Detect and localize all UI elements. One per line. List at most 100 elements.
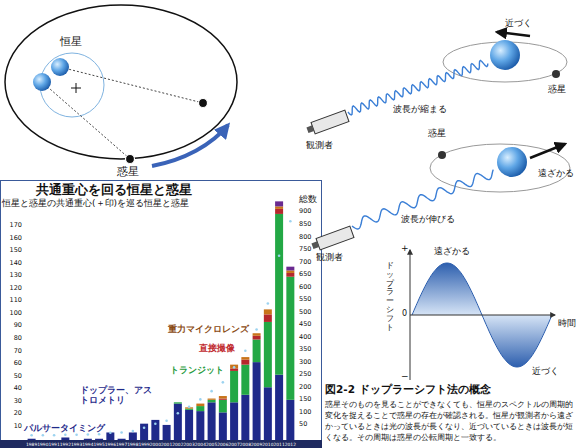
axis-title: 総数 bbox=[299, 195, 317, 205]
year-tick: 2004 bbox=[195, 442, 206, 447]
bar-chart bbox=[28, 201, 295, 440]
axis-tick: 650 bbox=[299, 271, 311, 278]
total-dot bbox=[109, 431, 112, 434]
series-label: 重力マイクロレンズ bbox=[168, 325, 249, 335]
bar bbox=[230, 371, 238, 402]
total-dot bbox=[120, 431, 123, 434]
axis-tick: 10 bbox=[0, 423, 22, 430]
year-tick: 2006 bbox=[217, 442, 228, 447]
chart-frame bbox=[1, 181, 322, 448]
axis-tick: 250 bbox=[299, 371, 311, 378]
year-tick: 2003 bbox=[184, 442, 195, 447]
year-tick: 1992 bbox=[60, 442, 71, 447]
axis-tick: 90 bbox=[0, 322, 22, 329]
light-wave bbox=[348, 61, 488, 116]
bar bbox=[264, 387, 272, 440]
bar bbox=[151, 420, 159, 440]
light-wave bbox=[352, 170, 493, 229]
total-dot bbox=[267, 302, 270, 305]
observer-label: 観測者 bbox=[316, 252, 343, 262]
total-dot bbox=[278, 255, 281, 258]
bar bbox=[196, 411, 204, 440]
bar bbox=[95, 439, 103, 440]
axis-tick: 170 bbox=[0, 222, 22, 229]
bar bbox=[129, 432, 137, 440]
bar bbox=[219, 396, 227, 399]
bar bbox=[253, 333, 261, 336]
bar bbox=[286, 273, 294, 277]
axis-tick: 550 bbox=[299, 296, 311, 303]
year-tick: 2005 bbox=[206, 442, 217, 447]
axis-tick: 50 bbox=[0, 373, 22, 380]
bar bbox=[241, 360, 249, 365]
caption-body: 惑星そのものを見ることができなくても、恒星のスペクトルの周期的変化を捉えることで… bbox=[325, 399, 577, 443]
total-dot bbox=[210, 390, 213, 393]
bar bbox=[185, 410, 193, 440]
axis-tick: 600 bbox=[299, 284, 311, 291]
year-tick: 2009 bbox=[251, 442, 262, 447]
motion-label: 近づく bbox=[505, 18, 532, 28]
axis-tick: 40 bbox=[0, 385, 22, 392]
axis-tick: 350 bbox=[299, 346, 311, 353]
axis-tick: 200 bbox=[299, 384, 311, 391]
axis-tick: 60 bbox=[0, 360, 22, 367]
year-tick: 2008 bbox=[240, 442, 251, 447]
axis-tick: 130 bbox=[0, 272, 22, 279]
axis-tick: 120 bbox=[0, 285, 22, 292]
bar bbox=[275, 201, 283, 206]
total-dot bbox=[255, 328, 258, 331]
year-tick: 1991 bbox=[49, 442, 60, 447]
total-dot bbox=[30, 434, 33, 437]
bar bbox=[264, 309, 272, 314]
axis-tick: 500 bbox=[299, 309, 311, 316]
axis-tick: 400 bbox=[299, 334, 311, 341]
bar bbox=[241, 395, 249, 440]
total-dot bbox=[154, 422, 157, 425]
bar bbox=[61, 437, 69, 440]
star-label: 恒星 bbox=[60, 36, 82, 49]
axis-tick: 30 bbox=[0, 398, 22, 405]
total-dot bbox=[53, 434, 56, 437]
axis-title: ドップラーシフト bbox=[386, 262, 394, 332]
bar bbox=[275, 209, 283, 214]
bar bbox=[174, 404, 182, 440]
axis-tick: 450 bbox=[299, 321, 311, 328]
bar bbox=[253, 336, 261, 340]
bar bbox=[219, 399, 227, 400]
axis-sign: + bbox=[401, 243, 409, 253]
bar bbox=[174, 402, 182, 403]
orbit-figure bbox=[5, 5, 237, 166]
bar bbox=[118, 439, 126, 440]
year-tick: 1999 bbox=[139, 442, 150, 447]
axis-tick: 0 bbox=[402, 309, 407, 318]
bar bbox=[219, 400, 227, 413]
planet-label: 惑星 bbox=[117, 166, 139, 179]
year-tick: 1996 bbox=[105, 442, 116, 447]
year-tick: 1998 bbox=[127, 442, 138, 447]
bar bbox=[219, 412, 227, 440]
total-dot bbox=[132, 430, 135, 433]
year-tick: 1990 bbox=[37, 442, 48, 447]
year-tick: 1995 bbox=[94, 442, 105, 447]
axis-tick: 80 bbox=[0, 335, 22, 342]
series-label: トランジット bbox=[170, 366, 224, 376]
axis-tick: 700 bbox=[299, 259, 311, 266]
total-dot bbox=[75, 433, 78, 436]
bar bbox=[264, 314, 272, 322]
axis-title: 時間 bbox=[558, 318, 576, 328]
figure-caption: 図2-2 ドップラーシフト法の概念 bbox=[325, 383, 491, 395]
total-dot bbox=[165, 419, 168, 422]
bar bbox=[286, 270, 294, 273]
chart-subtitle: 恒星と惑星の共通重心(＋印)を巡る恒星と惑星 bbox=[2, 198, 189, 208]
total-dot bbox=[188, 405, 191, 408]
total-dot bbox=[143, 426, 146, 429]
bar bbox=[241, 357, 249, 360]
year-tick: 1994 bbox=[82, 442, 93, 447]
bar bbox=[196, 404, 204, 407]
bar bbox=[286, 277, 294, 400]
axis-tick: 150 bbox=[299, 396, 311, 403]
curve-label: 近づく bbox=[532, 366, 559, 376]
bar bbox=[230, 368, 238, 371]
bar bbox=[28, 439, 36, 440]
